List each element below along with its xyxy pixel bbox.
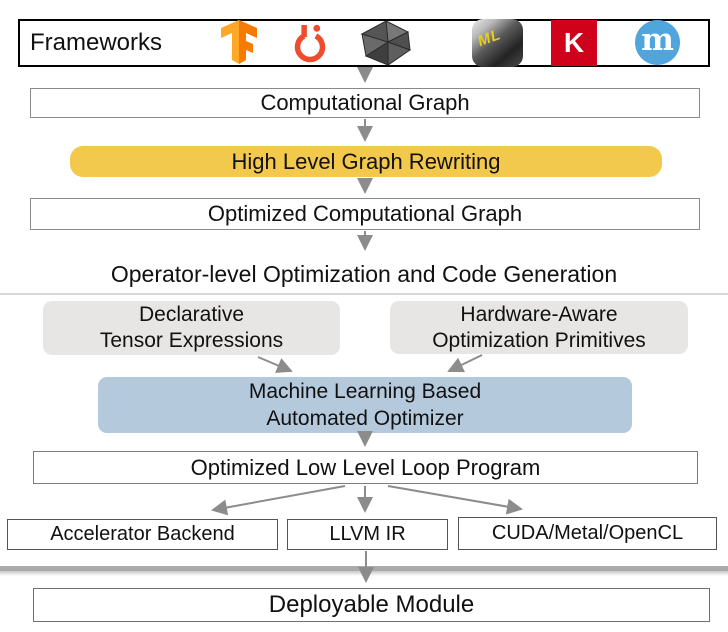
coreml-icon: ML: [472, 19, 523, 67]
optimized-graph-label: Optimized Computational Graph: [207, 201, 523, 226]
deployable-module-box: Deployable Module: [33, 588, 710, 622]
section-title: Operator-level Optimization and Code Gen…: [110, 260, 618, 287]
keras-icon-text: K: [563, 27, 585, 58]
graph-rewriting-label: High Level Graph Rewriting: [231, 148, 501, 174]
ml-automated-optimizer-box: Machine Learning Based Automated Optimiz…: [98, 377, 632, 433]
loop-program-box: Optimized Low Level Loop Program: [33, 451, 698, 484]
accelerator-backend-label: Accelerator Backend: [50, 523, 235, 545]
tensorflow-icon: [221, 20, 257, 64]
deployable-module-label: Deployable Module: [268, 591, 475, 618]
computational-graph-label: Computational Graph: [260, 90, 470, 115]
llvm-ir-box: LLVM IR: [287, 519, 448, 550]
optimized-graph-box: Optimized Computational Graph: [30, 198, 700, 230]
m-framework-icon-text: m: [641, 21, 674, 58]
declarative-line2: Tensor Expressions: [99, 329, 284, 352]
loop-program-label: Optimized Low Level Loop Program: [190, 454, 541, 480]
cuda-metal-opencl-box: CUDA/Metal/OpenCL: [458, 517, 717, 550]
hardware-aware-primitives-box: Hardware-Aware Optimization Primitives: [390, 301, 688, 354]
graph-rewriting-box: High Level Graph Rewriting: [70, 146, 662, 177]
m-framework-icon: m: [635, 20, 680, 65]
frameworks-label: Frameworks: [30, 29, 163, 56]
keras-icon: K: [551, 20, 597, 66]
llvm-ir-label: LLVM IR: [329, 523, 406, 545]
cuda-metal-opencl-label: CUDA/Metal/OpenCL: [491, 522, 684, 544]
declarative-tensor-expressions-box: Declarative Tensor Expressions: [43, 301, 340, 355]
accelerator-backend-box: Accelerator Backend: [7, 519, 278, 550]
hardware-line1: Hardware-Aware: [460, 302, 618, 326]
pytorch-icon: [294, 24, 326, 63]
declarative-line1: Declarative: [138, 303, 245, 326]
coreml-icon-text: ML: [475, 25, 504, 50]
computational-graph-box: Computational Graph: [30, 88, 700, 118]
optimizer-line1: Machine Learning Based: [248, 380, 482, 403]
optimizer-line2: Automated Optimizer: [266, 407, 464, 430]
hardware-line2: Optimization Primitives: [432, 328, 646, 352]
mxnet-polyhedron-icon: [360, 20, 412, 66]
